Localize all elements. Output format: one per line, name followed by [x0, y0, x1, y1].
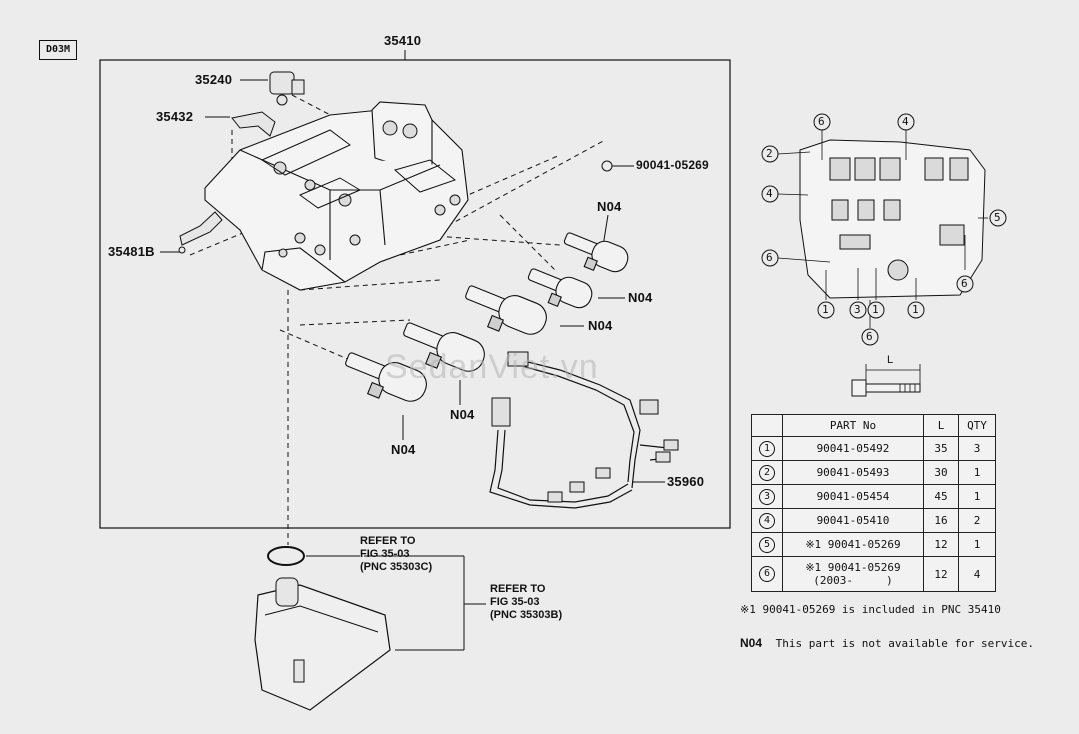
- detail-callout-1c: 1: [912, 303, 919, 316]
- refer-note-1-line3: (PNC 35303C): [360, 561, 433, 573]
- detail-callout-3: 3: [854, 303, 861, 316]
- footnote-n04-code: N04: [740, 636, 763, 650]
- row-length: 12: [923, 556, 959, 592]
- detail-callout-1b: 1: [872, 303, 879, 316]
- row-length: 30: [923, 460, 959, 485]
- header-qty: QTY: [958, 414, 996, 437]
- detail-callout-4b: 4: [766, 187, 773, 200]
- callout-35481b: 35481B: [108, 244, 155, 259]
- callout-90041-05269: 90041-05269: [636, 158, 709, 172]
- detail-callout-6d: 6: [866, 330, 873, 343]
- callout-n04-c: N04: [588, 318, 613, 333]
- row-note: ※1: [805, 538, 822, 551]
- bolt-length-label: L: [887, 354, 894, 366]
- table-row: 1 90041-05492 35 3: [751, 436, 996, 461]
- row-qty: 1: [958, 460, 996, 485]
- footnote-n04: N04 This part is not available for servi…: [740, 632, 1034, 651]
- table-row: 5 ※1 90041-05269 12 1: [751, 532, 996, 557]
- row-key-cell: 1: [751, 436, 783, 461]
- row-length: 16: [923, 508, 959, 533]
- detail-callout-1a: 1: [822, 303, 829, 316]
- row-part-no: 90041-05269: [827, 538, 901, 551]
- header-length: L: [923, 414, 959, 437]
- callout-35960: 35960: [667, 474, 705, 489]
- row-key-cell: 5: [751, 532, 783, 557]
- refer-note-1-line2: FIG 35-03: [360, 548, 410, 560]
- row-sub: (2003- ): [813, 574, 893, 587]
- row-part-no: 90041-05410: [816, 514, 890, 527]
- row-key: 5: [759, 536, 775, 553]
- row-qty: 2: [958, 508, 996, 533]
- row-part-no: 90041-05492: [816, 442, 890, 455]
- footnote-included: ※1 90041-05269 is included in PNC 35410: [740, 603, 1001, 616]
- callout-35410: 35410: [384, 33, 422, 48]
- row-part: ※1 90041-05269(2003- ): [782, 556, 924, 592]
- row-part: ※1 90041-05269: [782, 532, 924, 557]
- row-part: 90041-05492: [782, 436, 924, 461]
- watermark: SedanViet.vn: [385, 348, 599, 386]
- row-key: 3: [759, 488, 775, 505]
- detail-callout-5: 5: [994, 211, 1001, 224]
- callout-n04-d: N04: [450, 407, 475, 422]
- detail-callout-6c: 6: [766, 251, 773, 264]
- refer-note-1-line1: REFER TO: [360, 535, 416, 547]
- refer-note-2: REFER TO FIG 35-03 (PNC 35303B): [490, 583, 562, 622]
- detail-callout-6a: 6: [818, 115, 825, 128]
- table-row: 3 90041-05454 45 1: [751, 484, 996, 509]
- row-length: 35: [923, 436, 959, 461]
- detail-callout-6b: 6: [961, 277, 968, 290]
- table-row: 4 90041-05410 16 2: [751, 508, 996, 533]
- refer-note-1: REFER TO FIG 35-03 (PNC 35303C): [360, 535, 432, 574]
- row-part: 90041-05410: [782, 508, 924, 533]
- figure-code: D03M: [39, 40, 77, 60]
- row-qty: 1: [958, 532, 996, 557]
- row-note: ※1: [805, 561, 822, 574]
- refer-note-2-line3: (PNC 35303B): [490, 609, 563, 621]
- row-key-cell: 3: [751, 484, 783, 509]
- refer-note-2-line1: REFER TO: [490, 583, 546, 595]
- callout-35240: 35240: [195, 72, 233, 87]
- row-part-no: 90041-05493: [816, 466, 890, 479]
- header-key: [751, 414, 783, 437]
- row-part-no: 90041-05269: [827, 561, 901, 574]
- row-length: 45: [923, 484, 959, 509]
- row-qty: 1: [958, 484, 996, 509]
- row-key: 6: [759, 566, 775, 582]
- row-part: 90041-05493: [782, 460, 924, 485]
- refer-note-2-line2: FIG 35-03: [490, 596, 540, 608]
- callout-n04-b: N04: [628, 290, 653, 305]
- row-part: 90041-05454: [782, 484, 924, 509]
- row-key: 4: [759, 512, 775, 529]
- callout-n04-a: N04: [597, 199, 622, 214]
- detail-callout-4a: 4: [902, 115, 909, 128]
- header-part-no: PART No: [782, 414, 924, 437]
- detail-callout-2: 2: [766, 147, 773, 160]
- callout-35432: 35432: [156, 109, 194, 124]
- row-qty: 3: [958, 436, 996, 461]
- table-row: 2 90041-05493 30 1: [751, 460, 996, 485]
- row-key: 1: [759, 440, 775, 457]
- parts-table: PART No L QTY 1 90041-05492 35 3 2 90041…: [751, 414, 996, 592]
- table-row: 6 ※1 90041-05269(2003- ) 12 4: [751, 556, 996, 592]
- row-qty: 4: [958, 556, 996, 592]
- row-key: 2: [759, 464, 775, 481]
- row-key-cell: 2: [751, 460, 783, 485]
- row-key-cell: 4: [751, 508, 783, 533]
- parts-table-header: PART No L QTY: [751, 414, 996, 437]
- row-length: 12: [923, 532, 959, 557]
- row-key-cell: 6: [751, 556, 783, 592]
- callout-n04-e: N04: [391, 442, 416, 457]
- footnote-n04-text: This part is not available for service.: [775, 637, 1034, 650]
- row-part-no: 90041-05454: [816, 490, 890, 503]
